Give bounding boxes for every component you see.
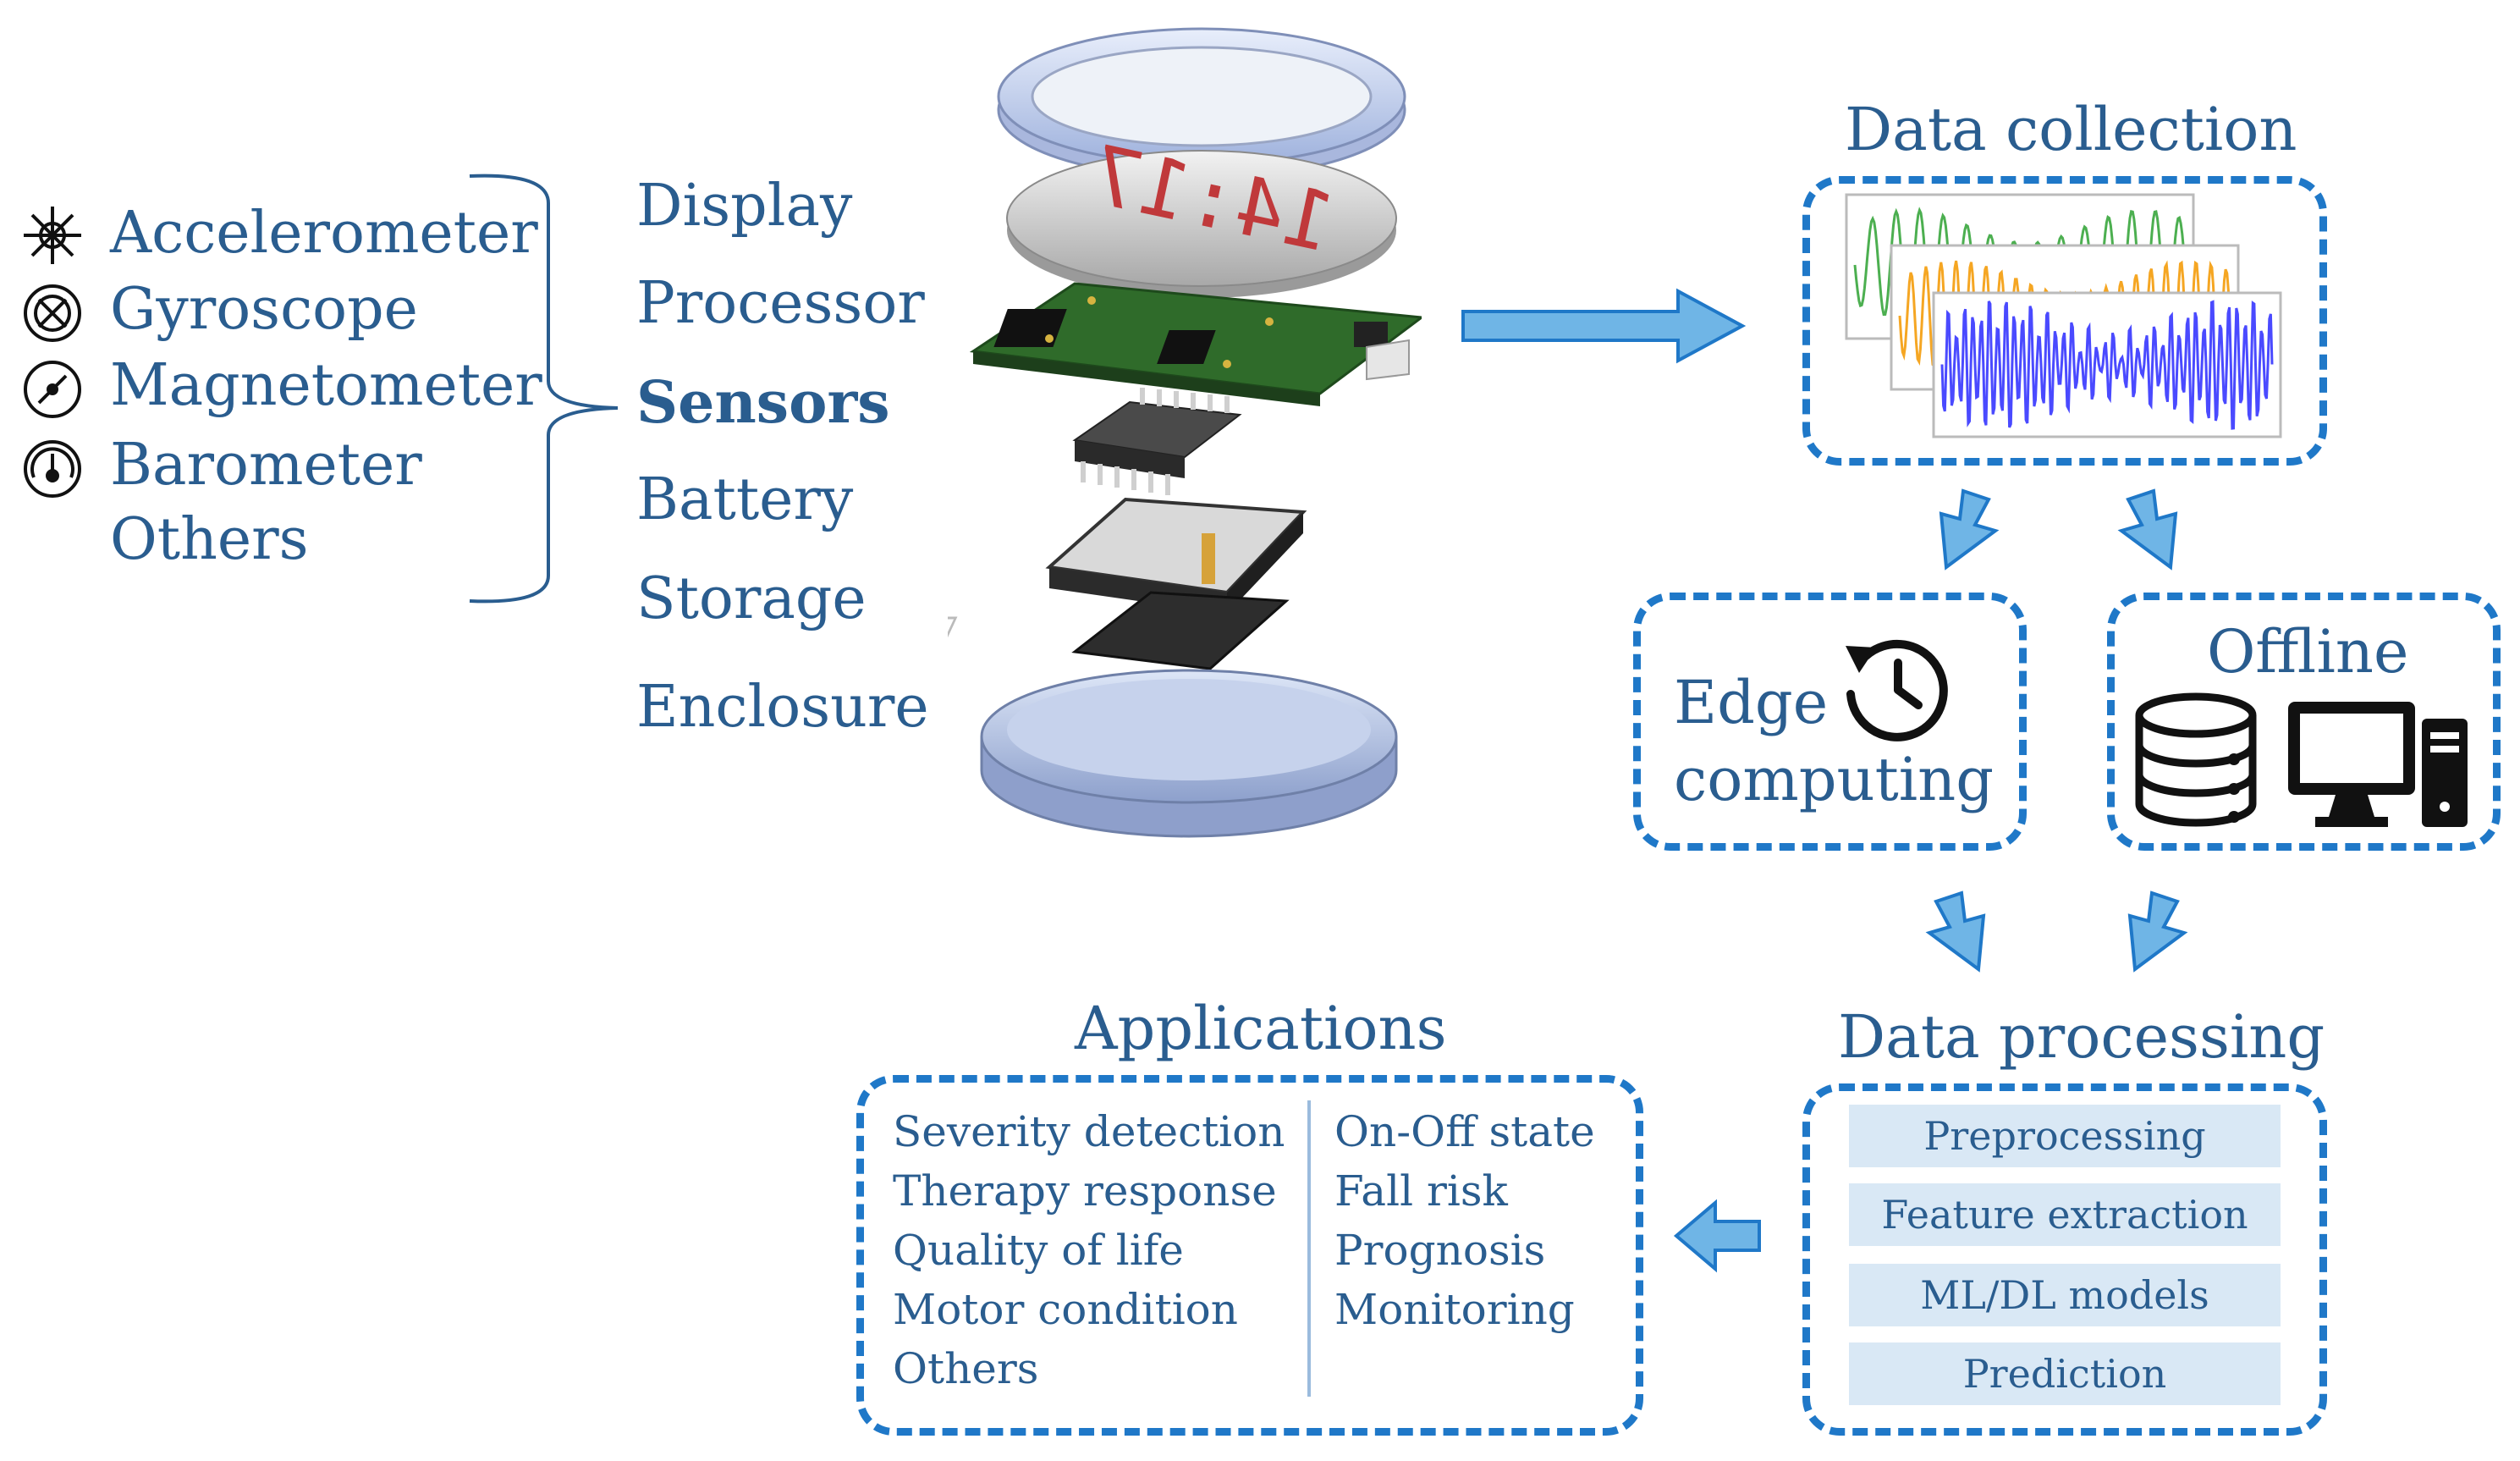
glass-cover bbox=[997, 27, 1406, 179]
storage-card bbox=[948, 591, 1290, 670]
edge-label-line1: Edge bbox=[1674, 668, 1829, 737]
layer-label-enclosure: Enclosure bbox=[636, 674, 929, 741]
app-item: Others bbox=[893, 1344, 1039, 1393]
step-ml-dl-models: ML/DL models bbox=[1849, 1264, 2281, 1326]
arrow-to-data-collection bbox=[1461, 288, 1747, 364]
sensor-label-accelerometer: Accelerometer bbox=[110, 200, 538, 267]
step-feature-extraction: Feature extraction bbox=[1849, 1183, 2281, 1246]
layer-label-display: Display bbox=[636, 173, 853, 240]
device-exploded-view: 14:17 bbox=[948, 27, 1422, 838]
sensor-chip bbox=[1072, 388, 1242, 495]
step-preprocessing: Preprocessing bbox=[1849, 1105, 2281, 1167]
layer-label-storage: Storage bbox=[636, 565, 867, 632]
applications-right-list: On-Off state Fall risk Prognosis Monitor… bbox=[1334, 1107, 1595, 1344]
app-item: Therapy response bbox=[893, 1166, 1277, 1216]
database-icon bbox=[2135, 692, 2257, 827]
applications-title: Applications bbox=[1075, 994, 1447, 1063]
layer-label-battery: Battery bbox=[636, 466, 854, 533]
applications-box bbox=[856, 1075, 1643, 1436]
arrow-down-left-1 bbox=[1939, 488, 2000, 571]
desktop-computer-icon bbox=[2288, 702, 2468, 827]
accelerometer-icon bbox=[24, 207, 81, 264]
gyroscope-icon bbox=[24, 284, 81, 342]
edge-label-line2: computing bbox=[1674, 745, 1995, 814]
app-item: Severity detection bbox=[893, 1107, 1285, 1156]
data-collection-title: Data collection bbox=[1845, 95, 2297, 164]
history-clock-icon bbox=[1846, 639, 1948, 742]
arrow-down-right-1 bbox=[2117, 488, 2178, 571]
data-processing-title: Data processing bbox=[1838, 1002, 2325, 1072]
arrow-down-right-2 bbox=[2127, 890, 2188, 973]
sensor-bracket bbox=[469, 174, 619, 604]
app-item: On-Off state bbox=[1334, 1107, 1595, 1156]
offline-box bbox=[2107, 593, 2501, 851]
sensor-label-gyroscope: Gyroscope bbox=[110, 276, 418, 343]
signal-plots bbox=[1845, 193, 2282, 438]
app-item: Monitoring bbox=[1334, 1285, 1575, 1334]
app-item: Fall risk bbox=[1334, 1166, 1508, 1216]
sensor-label-barometer: Barometer bbox=[110, 432, 422, 499]
edge-computing-box bbox=[1633, 593, 2027, 851]
processor-board bbox=[969, 282, 1422, 406]
barometer-icon bbox=[24, 440, 81, 498]
sensor-label-others: Others bbox=[110, 506, 309, 573]
arrow-down-left-2 bbox=[1925, 890, 1986, 973]
display-disc: 14:17 bbox=[1006, 128, 1397, 298]
battery-pack bbox=[1045, 497, 1307, 614]
offline-title: Offline bbox=[2207, 617, 2409, 686]
data-collection-box bbox=[1802, 176, 2327, 466]
step-prediction: Prediction bbox=[1849, 1342, 2281, 1405]
magnetometer-icon bbox=[24, 361, 81, 418]
applications-divider bbox=[1307, 1100, 1311, 1397]
layer-label-sensors: Sensors bbox=[636, 369, 890, 437]
app-item: Motor condition bbox=[893, 1285, 1238, 1334]
app-item: Quality of life bbox=[893, 1226, 1184, 1275]
sensor-label-magnetometer: Magnetometer bbox=[110, 352, 542, 419]
arrow-to-applications bbox=[1673, 1199, 1761, 1273]
enclosure-base bbox=[980, 669, 1398, 838]
data-processing-box bbox=[1802, 1083, 2327, 1436]
layer-label-processor: Processor bbox=[636, 270, 925, 337]
applications-left-list: Severity detection Therapy response Qual… bbox=[893, 1107, 1285, 1403]
app-item: Prognosis bbox=[1334, 1226, 1546, 1275]
